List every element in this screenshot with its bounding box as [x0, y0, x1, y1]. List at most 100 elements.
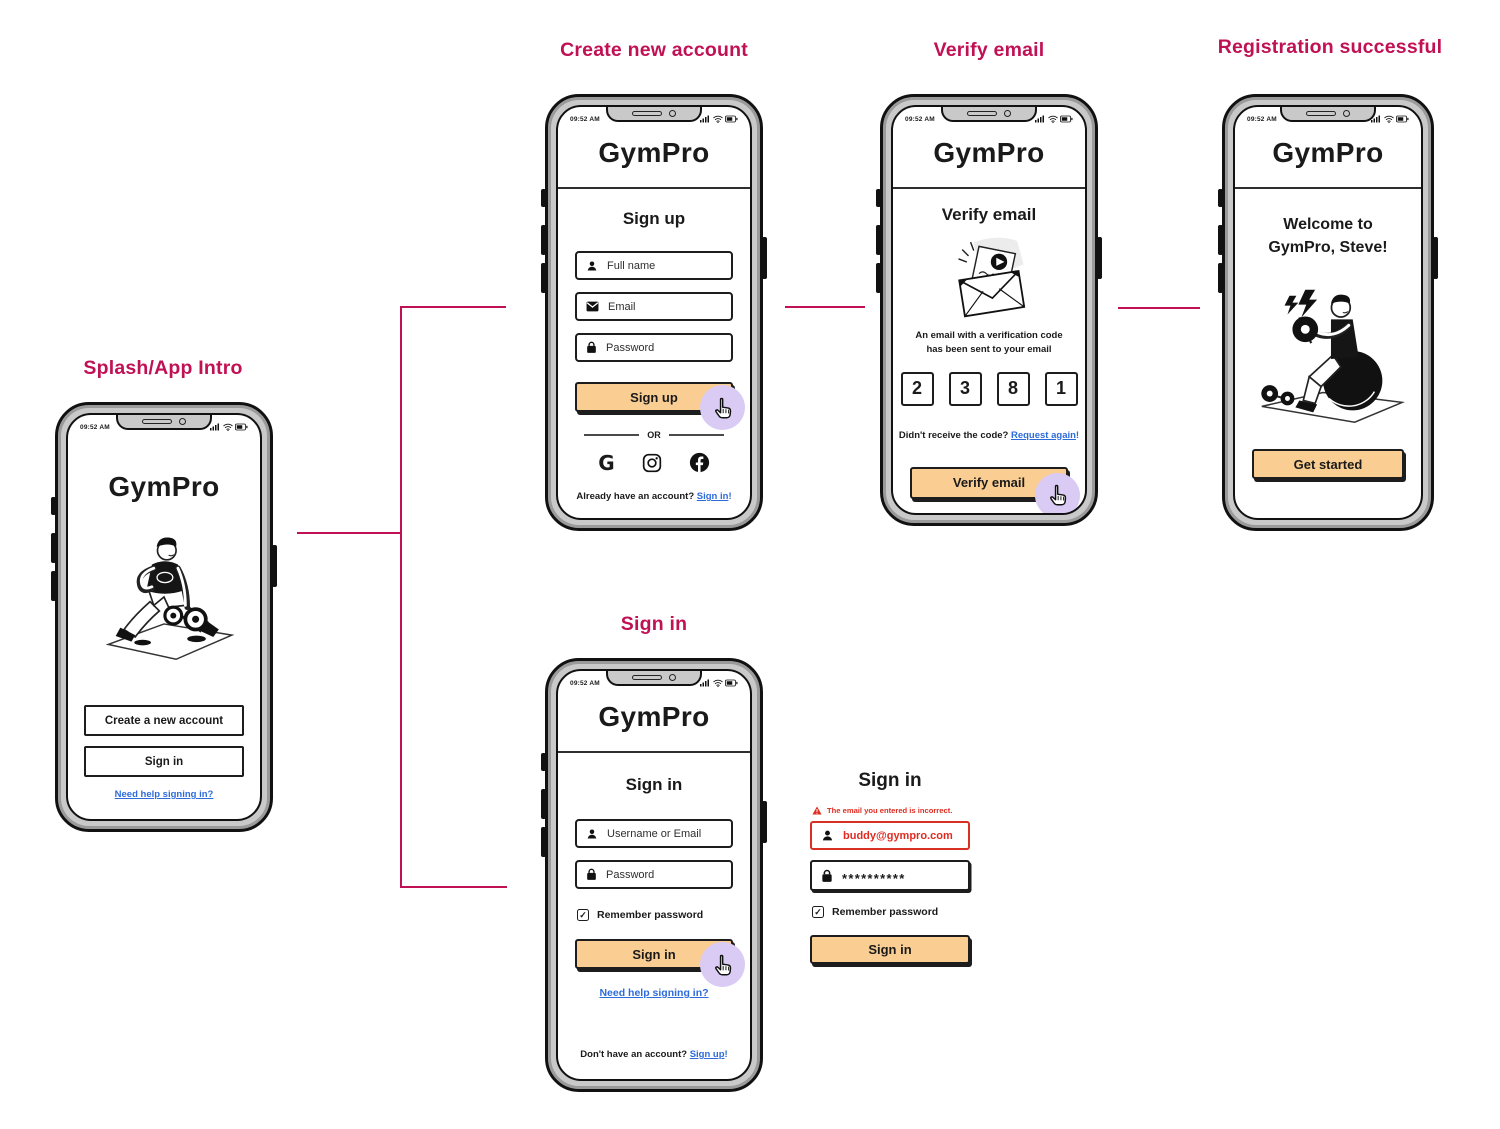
- battery-icon: [235, 423, 248, 431]
- status-icons: [700, 115, 738, 123]
- status-icons: [1035, 115, 1073, 123]
- app-title: GymPro: [1272, 137, 1384, 168]
- resend-row: Didn't receive the code? Request again!: [898, 429, 1080, 441]
- phone-create-account: 09:52 AM GymPro Sign up Full name Email: [541, 94, 767, 531]
- user-icon: [587, 829, 597, 838]
- side-button: [51, 533, 56, 563]
- remember-checkbox[interactable]: ✓: [577, 909, 589, 921]
- status-bar: 09:52 AM: [558, 677, 750, 689]
- email-field-error[interactable]: buddy@gympro.com: [810, 821, 970, 850]
- field-placeholder: Password: [606, 341, 655, 354]
- lock-icon: [587, 868, 596, 880]
- warning-icon: [812, 806, 822, 815]
- status-bar: 09:52 AM: [893, 113, 1085, 125]
- status-icons: [1371, 115, 1409, 123]
- sign-in-heading: Sign in: [625, 775, 683, 794]
- side-button: [541, 789, 546, 819]
- header-divider: [558, 751, 750, 753]
- screen-registration-success: 09:52 AM GymPro Welcome to GymPro, Steve…: [1233, 105, 1423, 520]
- code-digit-4[interactable]: 1: [1044, 371, 1078, 406]
- remember-password-row: ✓ Remember password: [812, 906, 968, 918]
- status-bar: 09:52 AM: [558, 113, 750, 125]
- facebook-icon[interactable]: [689, 452, 710, 473]
- sign-in-button[interactable]: Sign in: [810, 935, 970, 964]
- user-icon: [587, 261, 597, 270]
- side-button: [51, 497, 56, 515]
- need-help-link[interactable]: Need help signing in?: [114, 789, 214, 800]
- side-button: [1097, 237, 1102, 279]
- or-divider: OR: [584, 430, 724, 440]
- side-button: [541, 827, 546, 857]
- status-bar: 09:52 AM: [68, 421, 260, 433]
- notch: [606, 107, 702, 122]
- password-field[interactable]: Password: [575, 333, 733, 362]
- workout-illustration: [105, 537, 235, 661]
- get-started-button[interactable]: Get started: [1252, 449, 1404, 480]
- battery-icon: [1396, 115, 1409, 123]
- camera: [669, 674, 676, 681]
- welcome-message: Welcome to GymPro, Steve!: [1268, 216, 1388, 257]
- wifi-icon: [712, 679, 723, 687]
- footer-note: Already have an account? Sign in!: [576, 491, 732, 502]
- screen-create-account: 09:52 AM GymPro Sign up Full name Email: [556, 105, 752, 520]
- code-digit-2[interactable]: 3: [948, 371, 982, 406]
- speaker: [632, 675, 662, 680]
- screen-verify-email: 09:52 AM GymPro Verify email: [891, 105, 1087, 515]
- verification-code-row: 2 3 8 1: [893, 371, 1085, 406]
- status-icons: [700, 679, 738, 687]
- full-name-field[interactable]: Full name: [575, 251, 733, 280]
- success-illustration: [1261, 290, 1405, 424]
- side-button: [1218, 225, 1223, 255]
- verification-info-text: An email with a verification code has be…: [915, 330, 1063, 356]
- error-message: The email you entered is incorrect.: [827, 806, 953, 815]
- side-button: [1218, 189, 1223, 207]
- password-field-filled[interactable]: **********: [810, 860, 970, 891]
- password-field[interactable]: Password: [575, 860, 733, 889]
- camera: [1004, 110, 1011, 117]
- email-value: buddy@gympro.com: [843, 829, 953, 842]
- footer-text: Don't have an account?: [580, 1049, 688, 1060]
- header-divider: [893, 187, 1085, 189]
- sign-in-link[interactable]: Sign in: [696, 491, 729, 502]
- resend-text: Didn't receive the code?: [898, 429, 1009, 441]
- code-digit-1[interactable]: 2: [900, 371, 934, 406]
- side-button: [541, 189, 546, 207]
- username-field[interactable]: Username or Email: [575, 819, 733, 848]
- side-button: [1218, 263, 1223, 293]
- header-divider: [558, 187, 750, 189]
- need-help-link[interactable]: Need help signing in?: [599, 987, 709, 999]
- signal-icon: [700, 115, 709, 123]
- app-title: GymPro: [598, 137, 710, 168]
- cursor-pointer-icon: [1035, 472, 1080, 513]
- email-field[interactable]: Email: [575, 292, 733, 321]
- instagram-icon[interactable]: [642, 453, 662, 473]
- side-button: [876, 225, 881, 255]
- connector-trunk-to-create: [402, 306, 506, 308]
- footer-text: Already have an account?: [576, 491, 695, 502]
- wifi-icon: [222, 423, 233, 431]
- speaker: [1306, 111, 1336, 116]
- battery-icon: [725, 115, 738, 123]
- sign-in-error-panel: Sign in The email you entered is incorre…: [810, 770, 970, 964]
- verify-email-heading: Verify email: [941, 205, 1037, 224]
- phone-verify-email: 09:52 AM GymPro Verify email: [876, 94, 1102, 526]
- status-time: 09:52 AM: [1247, 115, 1277, 123]
- field-placeholder: Email: [608, 300, 636, 313]
- google-icon[interactable]: G: [598, 450, 615, 475]
- speaker: [967, 111, 997, 116]
- phone-registration-success: 09:52 AM GymPro Welcome to GymPro, Steve…: [1218, 94, 1438, 531]
- create-account-button[interactable]: Create a new account: [84, 705, 244, 736]
- sign-in-button[interactable]: Sign in: [84, 746, 244, 777]
- sign-in-error-heading: Sign in: [858, 770, 922, 791]
- sign-up-link[interactable]: Sign up: [689, 1049, 725, 1060]
- phone-splash: 09:52 AM GymPro: [51, 402, 277, 832]
- side-button: [762, 801, 767, 843]
- remember-checkbox[interactable]: ✓: [812, 906, 824, 918]
- code-digit-3[interactable]: 8: [996, 371, 1030, 406]
- request-again-link[interactable]: Request again: [1010, 429, 1076, 441]
- side-button: [762, 237, 767, 279]
- signal-icon: [1035, 115, 1044, 123]
- side-button: [541, 225, 546, 255]
- status-time: 09:52 AM: [570, 679, 600, 687]
- connector-trunk-vertical: [400, 306, 402, 888]
